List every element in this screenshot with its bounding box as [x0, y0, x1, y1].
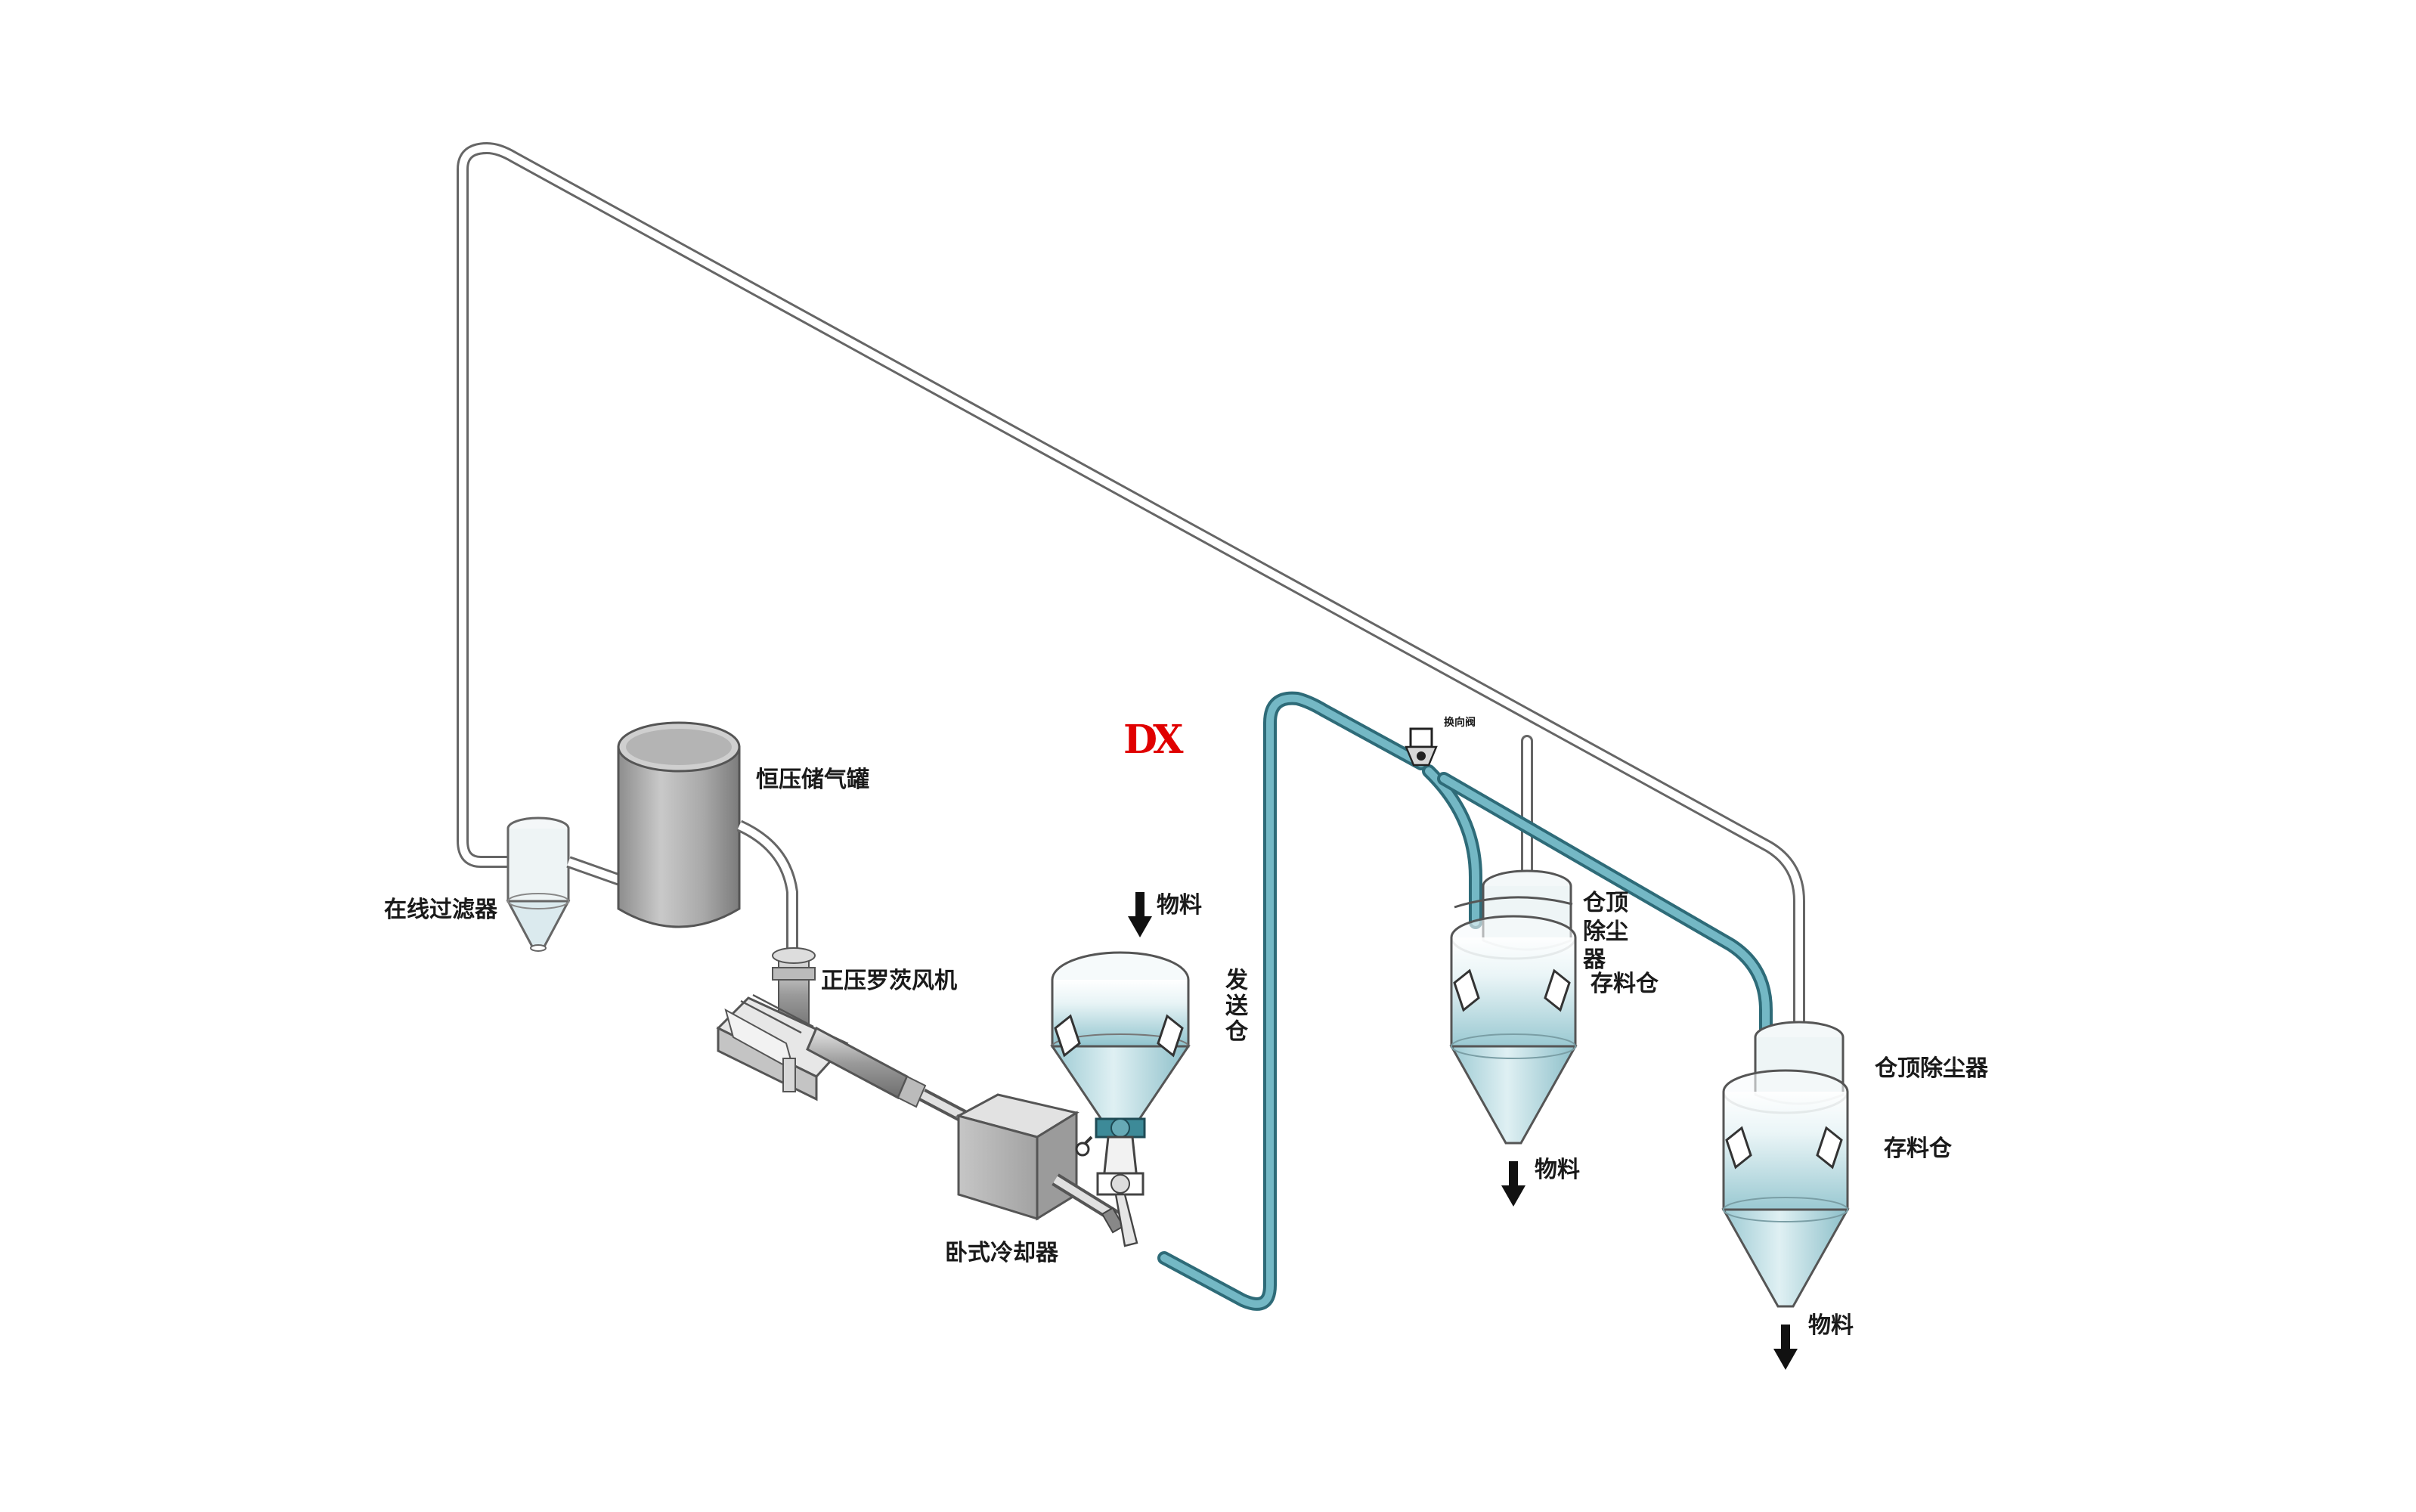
label-horizontal-cooler: 卧式冷却器	[945, 1240, 1058, 1266]
label-material-in: 物料	[1157, 892, 1202, 919]
roots-blower	[716, 947, 927, 1108]
label-launch-hopper: 发送仓	[1221, 968, 1247, 1045]
constant-pressure-tank	[617, 721, 741, 928]
label-dust-collector-2: 仓顶除尘器	[1875, 1055, 1988, 1082]
label-storage-bin-1: 存料仓	[1591, 971, 1659, 997]
label-storage-bin-2: 存料仓	[1884, 1136, 1952, 1162]
tank-blower-pipe-core	[737, 822, 796, 968]
filter-tank-connector-core	[567, 858, 621, 884]
horizontal-cooler	[955, 1093, 1079, 1221]
storage-bin-1	[1449, 869, 1578, 1145]
label-constant-pressure-tank: 恒压储气罐	[756, 767, 869, 793]
label-material-out-2: 物料	[1808, 1312, 1854, 1339]
material-out-arrow-2	[1773, 1325, 1798, 1370]
label-roots-blower: 正压罗茨风机	[821, 968, 957, 994]
label-online-filter: 在线过滤器	[384, 897, 497, 923]
material-out-arrow-1	[1501, 1161, 1525, 1207]
dx-logo: DX	[1123, 717, 1183, 763]
conveying-pipe	[1157, 691, 1773, 1311]
label-dust-collector-1: 仓顶除尘器	[1583, 890, 1628, 973]
launch-hopper	[1050, 951, 1191, 1247]
material-in-arrow	[1128, 892, 1152, 937]
label-switch-valve: 换向阀	[1444, 717, 1476, 729]
pipe-flange	[1101, 1207, 1125, 1234]
return-air-pipe	[457, 142, 1805, 1034]
storage-bin-2	[1721, 1021, 1850, 1308]
online-filter	[506, 816, 571, 952]
switch-valve	[1405, 727, 1438, 767]
label-material-out-1: 物料	[1535, 1157, 1580, 1183]
